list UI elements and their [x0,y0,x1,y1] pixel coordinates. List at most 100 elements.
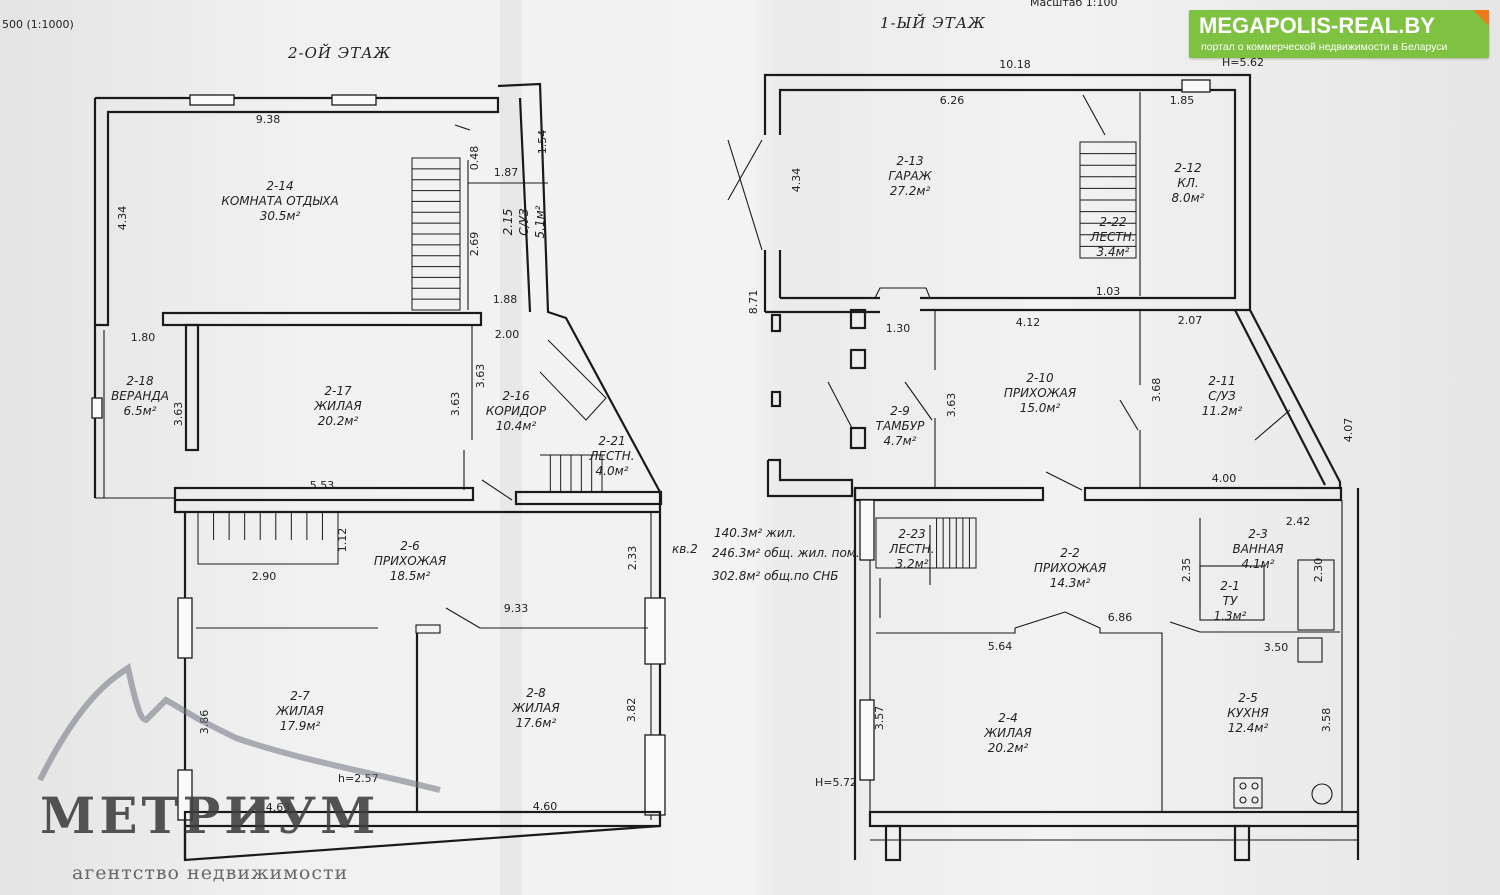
dimension-label: 1.12 [336,528,349,553]
summary-line-1: 140.3м² жил. [714,526,796,540]
dimension-label: 4.07 [1342,418,1355,443]
dimension-label: 2.42 [1286,515,1311,528]
room-area: 27.2м² [890,184,931,198]
room-area: 20.2м² [318,414,359,428]
dimension-label: 6.26 [940,94,965,107]
room-name: ВЕРАНДА [111,389,169,403]
dimension-label: 4.34 [116,206,129,231]
room-name: ГАРАЖ [888,169,932,183]
dimension-label: 10.18 [999,58,1031,71]
summary-line-3: 302.8м² общ.по СНБ [712,569,839,583]
dimension-label: 2.30 [1312,558,1325,583]
dimension-label: 1.30 [886,322,911,335]
dimension-label: 4.34 [790,168,803,193]
room-name: ЛЕСТН. [588,449,634,463]
room-area: 12.4м² [1228,721,1269,735]
room-id: 2-17 [324,384,352,398]
dimension-label: 1.88 [493,293,518,306]
watermark-mountain [37,663,441,793]
room-name: ПРИХОЖАЯ [1004,386,1077,400]
room-id: 2-22 [1099,215,1126,229]
first-floor-title: 1-ЫЙ ЭТАЖ [880,13,986,32]
dimension-label: 3.63 [945,393,958,418]
badge-subtitle: портал о коммерческой недвижимости в Бел… [1201,41,1448,53]
dimension-label: 3.57 [873,706,886,731]
room-name: С/УЗ [1208,389,1236,403]
badge-corner-icon [1473,10,1489,26]
dimension-label: 1.85 [1170,94,1195,107]
room-name: ЖИЛАЯ [511,701,560,715]
dimension-label: 4.12 [1016,316,1041,329]
room-id: 2-9 [890,404,910,418]
dimension-label: 2.35 [1180,558,1193,583]
summary-apartment: кв.2 [672,542,698,556]
room-area: 20.2м² [988,741,1029,755]
room-area: 11.2м² [1202,404,1243,418]
room-area: 10.4м² [496,419,537,433]
dimension-label: 3.50 [1264,641,1289,654]
second-floor-stair-treads [213,168,593,540]
room-name: ВАННАЯ [1232,542,1284,556]
room-id: 2-3 [1248,527,1268,541]
room-name: ЖИЛАЯ [983,726,1032,740]
dimension-label: 9.38 [256,113,281,126]
dimension-label: 2.33 [626,546,639,571]
dimension-label: 3.63 [449,392,462,417]
door-swings [445,94,1291,633]
room-id: 2-8 [526,686,546,700]
dimension-label: 2.07 [1178,314,1203,327]
dimension-label: 3.63 [172,402,185,427]
paper-fold [500,0,522,895]
room-area: 8.0м² [1172,191,1205,205]
badge-title: MEGAPOLIS-REAL.BY [1199,13,1435,38]
height-top: H=5.62 [1222,56,1264,69]
dimension-label: 4.00 [1212,472,1237,485]
room-id: 2-13 [896,154,923,168]
watermark: МЕТРИУМ агентство недвижимости [40,640,460,890]
scale-text-right: Масштаб 1:100 [1030,0,1117,9]
room-id: 2-2 [1060,546,1080,560]
room-area: 17.6м² [516,716,557,730]
scale-text: 500 (1:1000) [2,18,74,31]
room-id: 2-5 [1238,691,1258,705]
room-name: ПРИХОЖАЯ [1034,561,1107,575]
room-area: 3.4м² [1097,245,1130,259]
room-id: 2-6 [400,539,420,553]
dimension-label: 1.03 [1096,285,1121,298]
dimension-label: 4.60 [533,800,558,813]
megapolis-badge[interactable]: MEGAPOLIS-REAL.BY портал о коммерческой … [1189,10,1489,58]
room-area: 18.5м² [390,569,431,583]
dimension-label: 8.71 [747,290,760,315]
room-id: 2-11 [1208,374,1235,388]
room-id: 2-1 [1220,579,1240,593]
watermark-subtitle: агентство недвижимости [72,862,349,884]
dimension-label: 2.69 [468,232,481,257]
room-id: 2-10 [1026,371,1054,385]
dimension-label: 1.87 [494,166,519,179]
room-area: 1.3м² [1214,609,1247,623]
room-name: КОРИДОР [486,404,547,418]
room-name: КУХНЯ [1227,706,1269,720]
first-floor-walls [763,73,1360,862]
room-area: 5.1м² [533,205,547,238]
room-area: 4.1м² [1242,557,1275,571]
dimension-label: 5.64 [988,640,1013,653]
room-id: 2.15 [501,209,515,236]
first-floor-dimensions: 10.18 6.26 1.85 4.34 8.71 1.03 1.30 4.12 2.07 3.6… [747,58,1355,732]
room-name: С/УЗ [517,208,531,236]
room-name: ЖИЛАЯ [313,399,362,413]
dimension-label: 6.86 [1108,611,1133,624]
dimension-label: 2.90 [252,570,277,583]
dimension-label: 9.33 [504,602,529,615]
room-area: 14.3м² [1050,576,1091,590]
room-name: ЛЕСТН. [888,542,934,556]
room-name: ЖИЛАЯ [275,704,324,718]
dimension-label: 2.00 [495,328,520,341]
dimension-label: 0.48 [468,146,481,171]
room-name: ТАМБУР [876,419,925,433]
room-id: 2-7 [290,689,310,703]
room-area: 3.2м² [896,557,929,571]
